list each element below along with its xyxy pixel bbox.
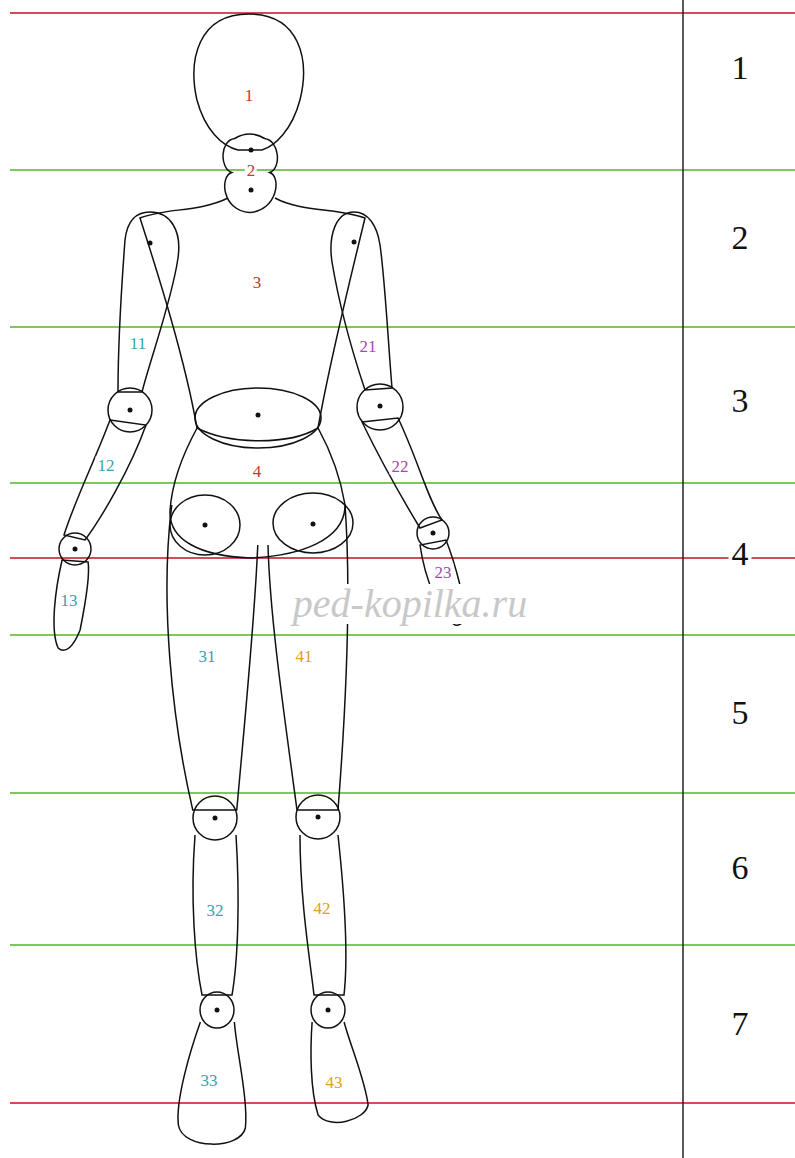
part-outline-path [331,212,392,390]
band-number: 2 [729,221,752,255]
neck-part: 2 [220,131,280,216]
part-outline-path [311,1022,368,1122]
pelvis-part: 4 [167,425,348,561]
joint-outline [200,992,234,1028]
part-number: 1 [243,87,256,104]
joint-dot [215,1008,220,1013]
joint-outline [193,796,237,840]
part-outline-path [178,1022,246,1144]
part-outline [115,209,182,395]
scale-divider [682,0,684,1158]
grid-line [10,792,795,794]
part-number: 23 [433,564,454,581]
grid-line [10,557,795,559]
shin-part: 42 [297,832,349,998]
part-number: 43 [323,1074,344,1091]
shin-part: 32 [190,832,241,998]
upper-arm-part: 21 [328,209,395,393]
joint-dot [352,240,357,245]
grid-line [10,12,795,14]
upper-arm-part: 11 [115,209,182,395]
part-outline [61,417,149,543]
band-number: 7 [729,1007,752,1041]
grid-line [10,1102,795,1104]
joint-dot [311,522,316,527]
joint-dot [256,413,261,418]
joint-outline [357,384,403,430]
part-outline-path [223,134,277,213]
foot-part: 33 [175,1019,249,1147]
part-outline-path [170,428,345,558]
part-number: 31 [196,648,217,665]
part-outline [328,209,395,393]
part-outline-path [194,14,303,150]
hand-part: 13 [51,557,92,653]
part-number: 21 [357,338,378,355]
part-number: 12 [96,457,117,474]
joint-outline [195,388,321,448]
thigh-part: 41 [265,502,351,813]
part-outline-path [118,212,179,392]
band-number: 1 [729,51,752,85]
part-outline [191,11,306,153]
joint-dot [378,404,383,409]
part-outline-path [268,505,348,810]
band-number: 4 [729,537,752,571]
part-number: 33 [198,1072,219,1089]
watermark: ped-kopilka.ru [290,584,530,624]
joint-dot [213,816,218,821]
joint-dot [316,815,321,820]
part-number: 32 [204,902,225,919]
part-number: 22 [390,458,411,475]
part-number: 42 [312,900,333,917]
part-outline-path [300,835,346,995]
part-outline-path [362,418,442,528]
part-number: 11 [128,335,148,352]
part-outline-path [193,835,238,995]
part-outline [167,425,348,561]
part-number: 4 [251,463,264,480]
joint-outline [170,495,240,555]
joint-dot [431,531,436,536]
joint-dot [128,408,133,413]
joint-outline [311,992,345,1028]
grid-line [10,326,795,328]
joint-dot [73,547,78,552]
part-number: 41 [294,648,315,665]
forearm-part: 22 [359,415,445,531]
grid-line [10,482,795,484]
part-number: 2 [245,162,258,179]
part-outline-path [54,560,89,650]
part-outline-path [140,198,365,441]
head-part: 1 [191,11,306,153]
part-number: 13 [58,592,79,609]
forearm-part: 12 [61,417,149,543]
band-number: 5 [729,696,752,730]
grid-line [10,944,795,946]
foot-part: 43 [308,1019,371,1125]
part-outline-path [64,420,146,540]
thigh-part: 31 [164,502,261,813]
part-outline [308,1019,371,1125]
joint-dot [203,523,208,528]
part-outline-path [167,505,258,810]
grid-line [10,169,795,171]
grid-line [10,634,795,636]
band-number: 3 [729,384,752,418]
part-number: 3 [251,274,264,291]
joint-dot [326,1008,331,1013]
band-number: 6 [729,851,752,885]
joint-outline [296,795,340,839]
joint-dot [249,188,254,193]
